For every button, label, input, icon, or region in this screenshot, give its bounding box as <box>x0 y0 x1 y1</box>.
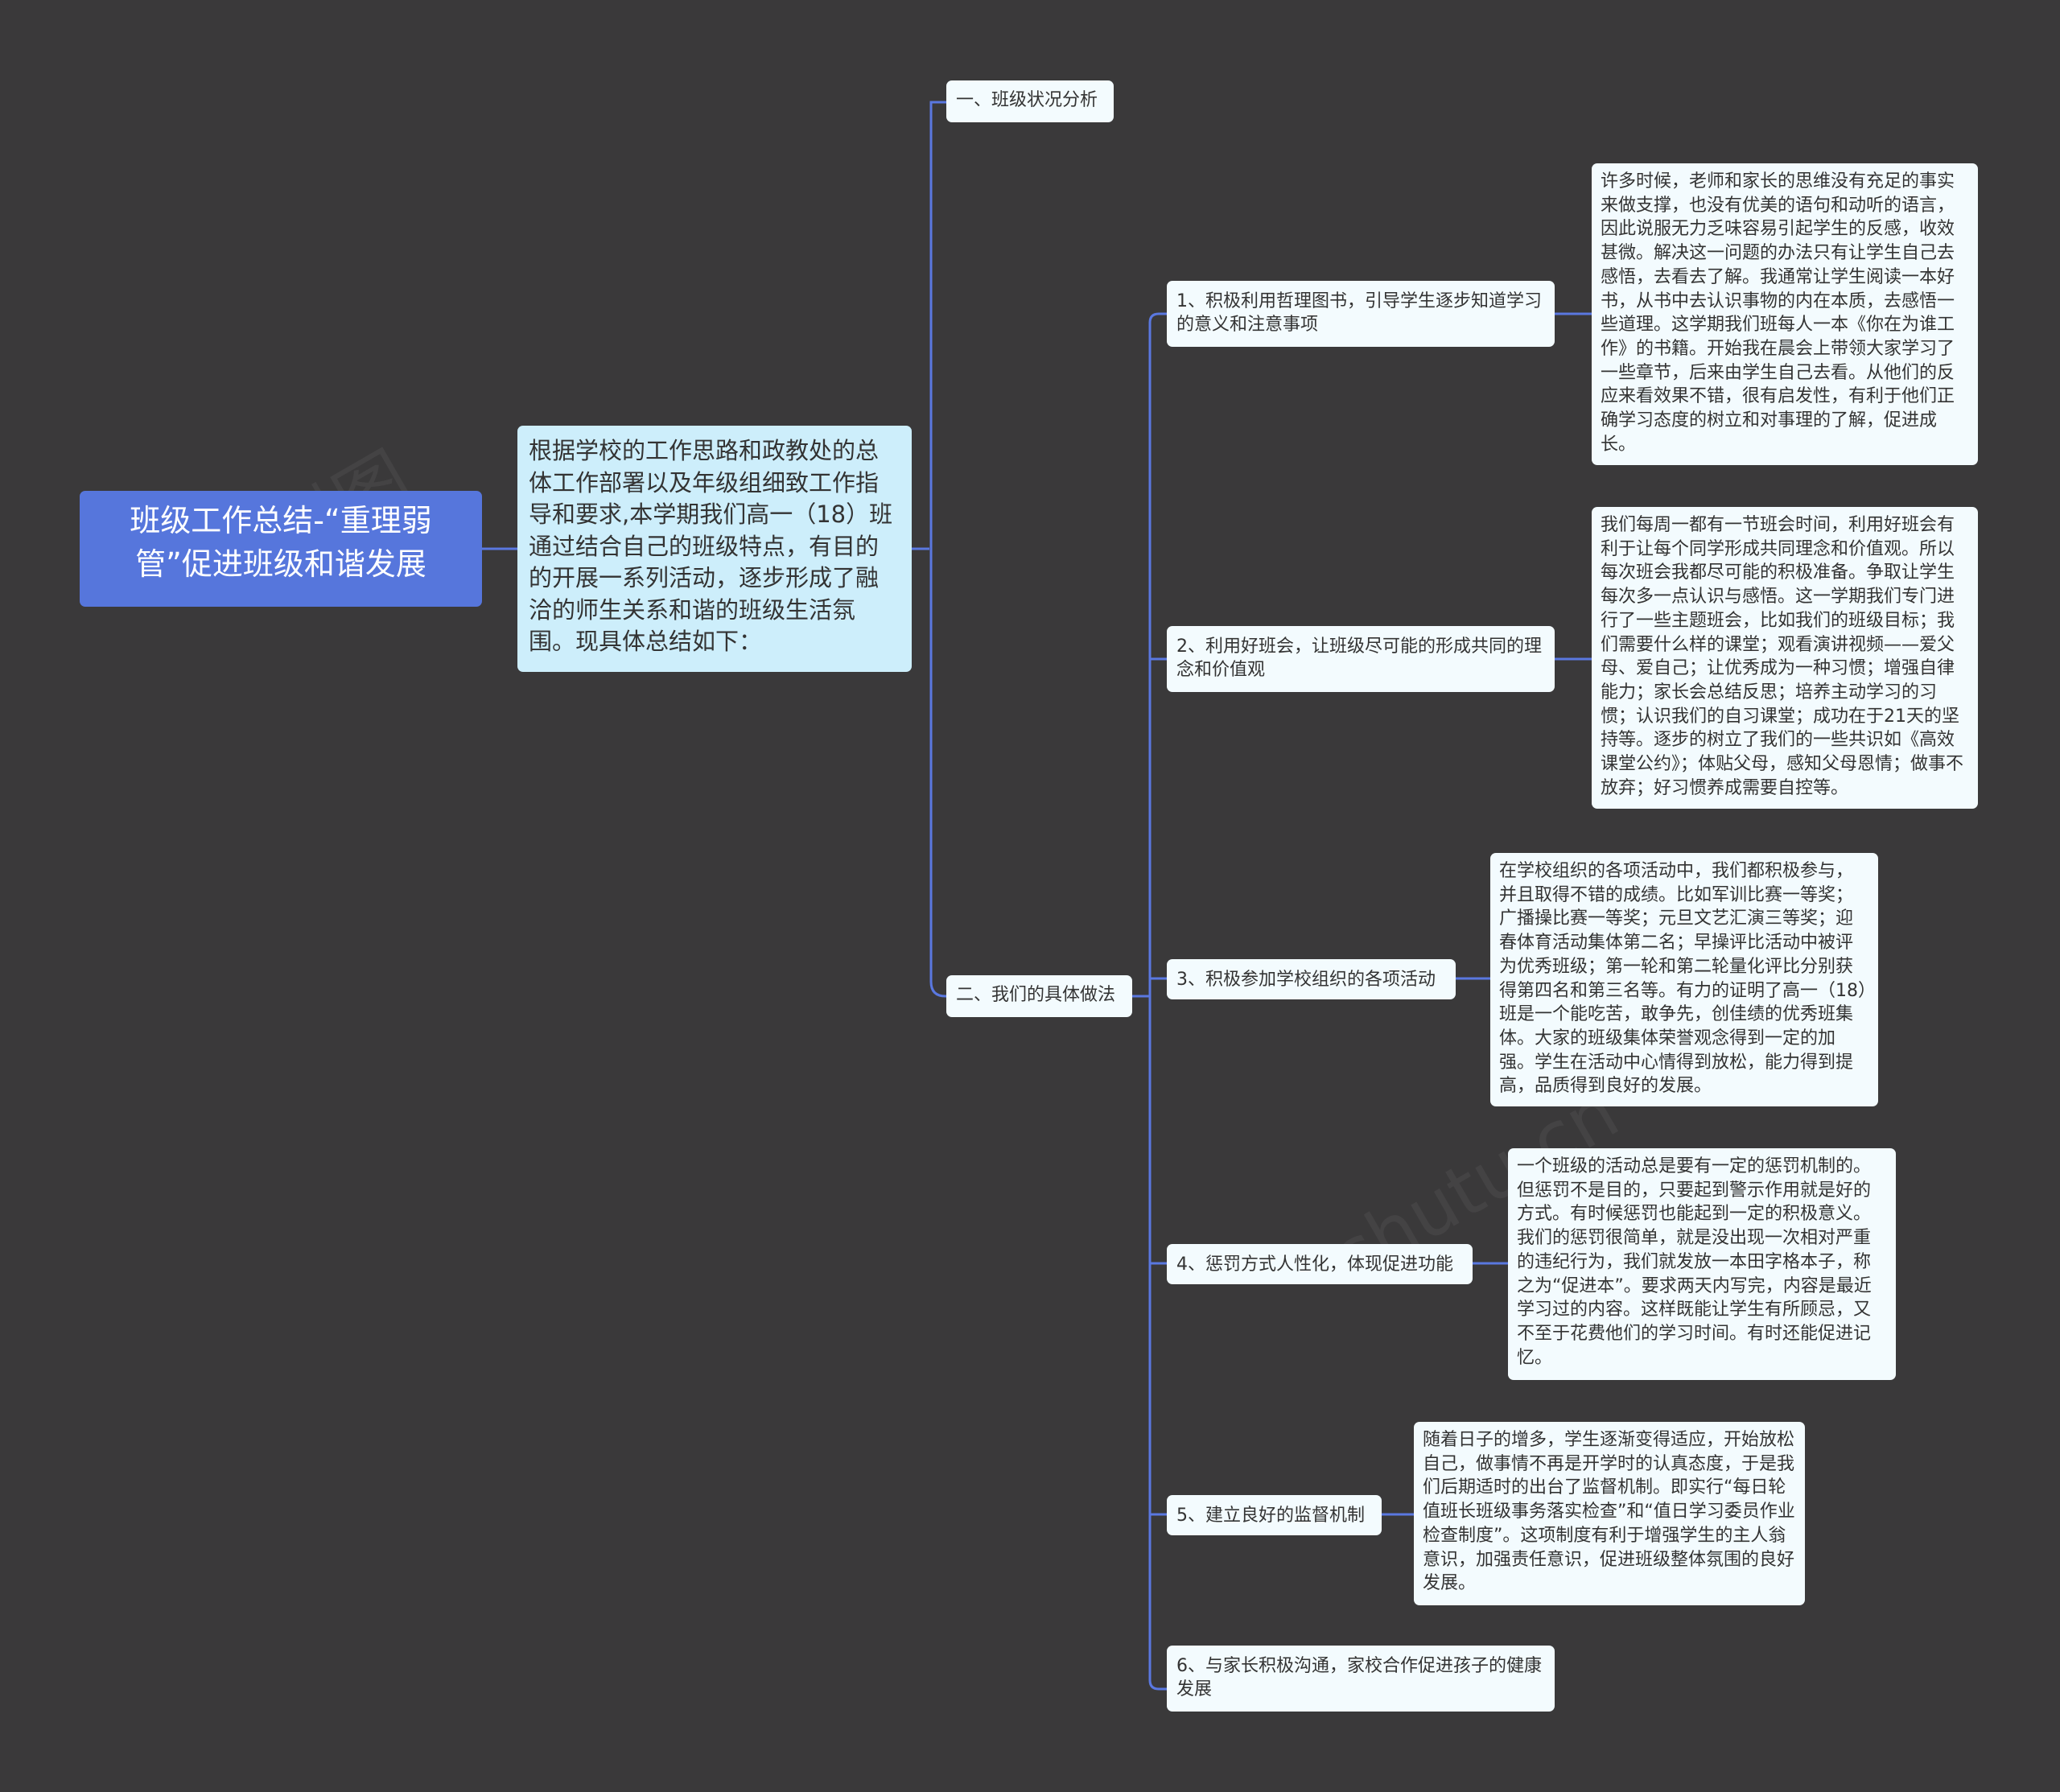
detail-punishment[interactable]: 一个班级的活动总是要有一定的惩罚机制的。但惩罚不是目的，只要起到警示作用就是好的… <box>1508 1148 1896 1380</box>
item-parent-communication[interactable]: 6、与家长积极沟通，家校合作促进孩子的健康发展 <box>1167 1646 1555 1712</box>
detail-text: 我们每周一都有一节班会时间，利用好班会有利于让每个同学形成共同理念和价值观。所以… <box>1601 515 1964 798</box>
item-label: 2、利用好班会，让班级尽可能的形成共同的理念和价值观 <box>1176 636 1542 680</box>
item-label: 6、与家长积极沟通，家校合作促进孩子的健康发展 <box>1176 1656 1542 1699</box>
detail-text: 在学校组织的各项活动中，我们都积极参与，并且取得不错的成绩。比如军训比赛一等奖；… <box>1499 861 1867 1097</box>
section-practices[interactable]: 二、我们的具体做法 <box>946 975 1132 1017</box>
item-label: 5、建立良好的监督机制 <box>1176 1506 1365 1526</box>
section-label: 二、我们的具体做法 <box>956 985 1116 1005</box>
intro-text: 根据学校的工作思路和政教处的总体工作部署以及年级组细致工作指导和要求,本学期我们… <box>529 437 893 655</box>
item-school-activities[interactable]: 3、积极参加学校组织的各项活动 <box>1167 959 1456 999</box>
item-label: 4、惩罚方式人性化，体现促进功能 <box>1176 1254 1453 1275</box>
root-topic[interactable]: 班级工作总结-“重理弱管”促进班级和谐发展 <box>80 491 482 607</box>
section-class-analysis[interactable]: 一、班级状况分析 <box>946 80 1114 122</box>
item-punishment[interactable]: 4、惩罚方式人性化，体现促进功能 <box>1167 1244 1473 1284</box>
item-label: 1、积极利用哲理图书，引导学生逐步知道学习的意义和注意事项 <box>1176 291 1542 335</box>
detail-school-activities[interactable]: 在学校组织的各项活动中，我们都积极参与，并且取得不错的成绩。比如军训比赛一等奖；… <box>1490 853 1878 1106</box>
item-label: 3、积极参加学校组织的各项活动 <box>1176 970 1436 990</box>
section-label: 一、班级状况分析 <box>956 90 1098 110</box>
detail-text: 许多时候，老师和家长的思维没有充足的事实来做支撑，也没有优美的语句和动听的语言，… <box>1601 171 1955 455</box>
item-supervision[interactable]: 5、建立良好的监督机制 <box>1167 1495 1382 1535</box>
root-topic-title: 班级工作总结-“重理弱管”促进班级和谐发展 <box>130 503 432 582</box>
detail-class-meeting[interactable]: 我们每周一都有一节班会时间，利用好班会有利于让每个同学形成共同理念和价值观。所以… <box>1592 507 1978 809</box>
item-class-meeting[interactable]: 2、利用好班会，让班级尽可能的形成共同的理念和价值观 <box>1167 626 1555 692</box>
detail-supervision[interactable]: 随着日子的增多，学生逐渐变得适应，开始放松自己，做事情不再是开学时的认真态度，于… <box>1414 1422 1805 1605</box>
item-philosophy-books[interactable]: 1、积极利用哲理图书，引导学生逐步知道学习的意义和注意事项 <box>1167 281 1555 347</box>
detail-text: 随着日子的增多，学生逐渐变得适应，开始放松自己，做事情不再是开学时的认真态度，于… <box>1423 1430 1795 1594</box>
detail-text: 一个班级的活动总是要有一定的惩罚机制的。但惩罚不是目的，只要起到警示作用就是好的… <box>1517 1156 1872 1368</box>
intro-node[interactable]: 根据学校的工作思路和政教处的总体工作部署以及年级组细致工作指导和要求,本学期我们… <box>517 426 912 672</box>
detail-philosophy-books[interactable]: 许多时候，老师和家长的思维没有充足的事实来做支撑，也没有优美的语句和动听的语言，… <box>1592 163 1978 465</box>
